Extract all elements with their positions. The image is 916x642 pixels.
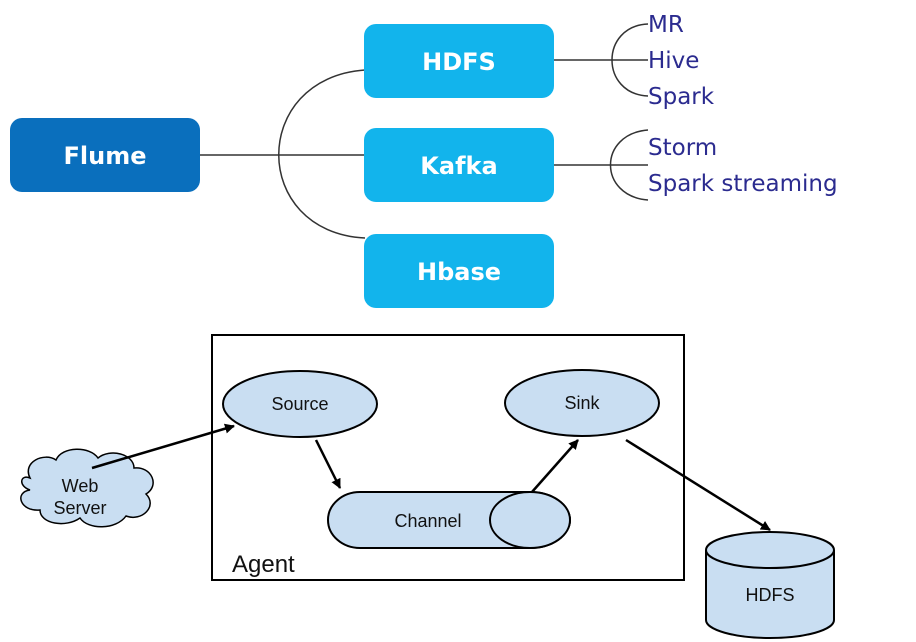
channel-node: Channel [327, 491, 571, 549]
source-to-channel-arrow [314, 439, 342, 489]
channel-to-sink-arrow [531, 439, 579, 493]
sink-label: Sink [564, 393, 600, 413]
hdfs-target-label: HDFS [422, 48, 496, 76]
source-label: Source [271, 394, 328, 414]
consumer-hive: Hive [648, 48, 699, 74]
consumer-mr: MR [648, 12, 684, 38]
kafka-consumers-bracket [609, 129, 649, 201]
consumer-storm: Storm [648, 135, 717, 161]
hbase-target-node: Hbase [364, 234, 554, 308]
consumer-spark-streaming: Spark streaming [648, 171, 838, 197]
channel-label: Channel [394, 511, 461, 531]
hdfs-storage-label: HDFS [746, 585, 795, 605]
web-server-cloud: Web Server [20, 448, 154, 528]
sink-node: Sink [504, 369, 660, 437]
hdfs-storage-node: HDFS [705, 531, 835, 639]
kafka-target-label: Kafka [420, 152, 497, 180]
agent-label: Agent [232, 551, 295, 578]
agent-box [211, 334, 685, 581]
sink-to-hdfs-arrow [625, 438, 771, 532]
hbase-target-label: Hbase [417, 258, 501, 286]
hdfs-consumers-bracket [611, 23, 649, 97]
kafka-target-node: Kafka [364, 128, 554, 202]
web-server-label-line1: Web [62, 476, 99, 496]
webserver-to-source-arrow [91, 423, 235, 470]
hdfs-target-node: HDFS [364, 24, 554, 98]
hdfs-hbase-bracket [278, 69, 366, 239]
flume-node: Flume [10, 118, 200, 192]
web-server-label-line2: Server [53, 498, 106, 518]
source-node: Source [222, 370, 378, 438]
consumer-spark: Spark [648, 84, 715, 110]
flume-label: Flume [64, 142, 147, 170]
